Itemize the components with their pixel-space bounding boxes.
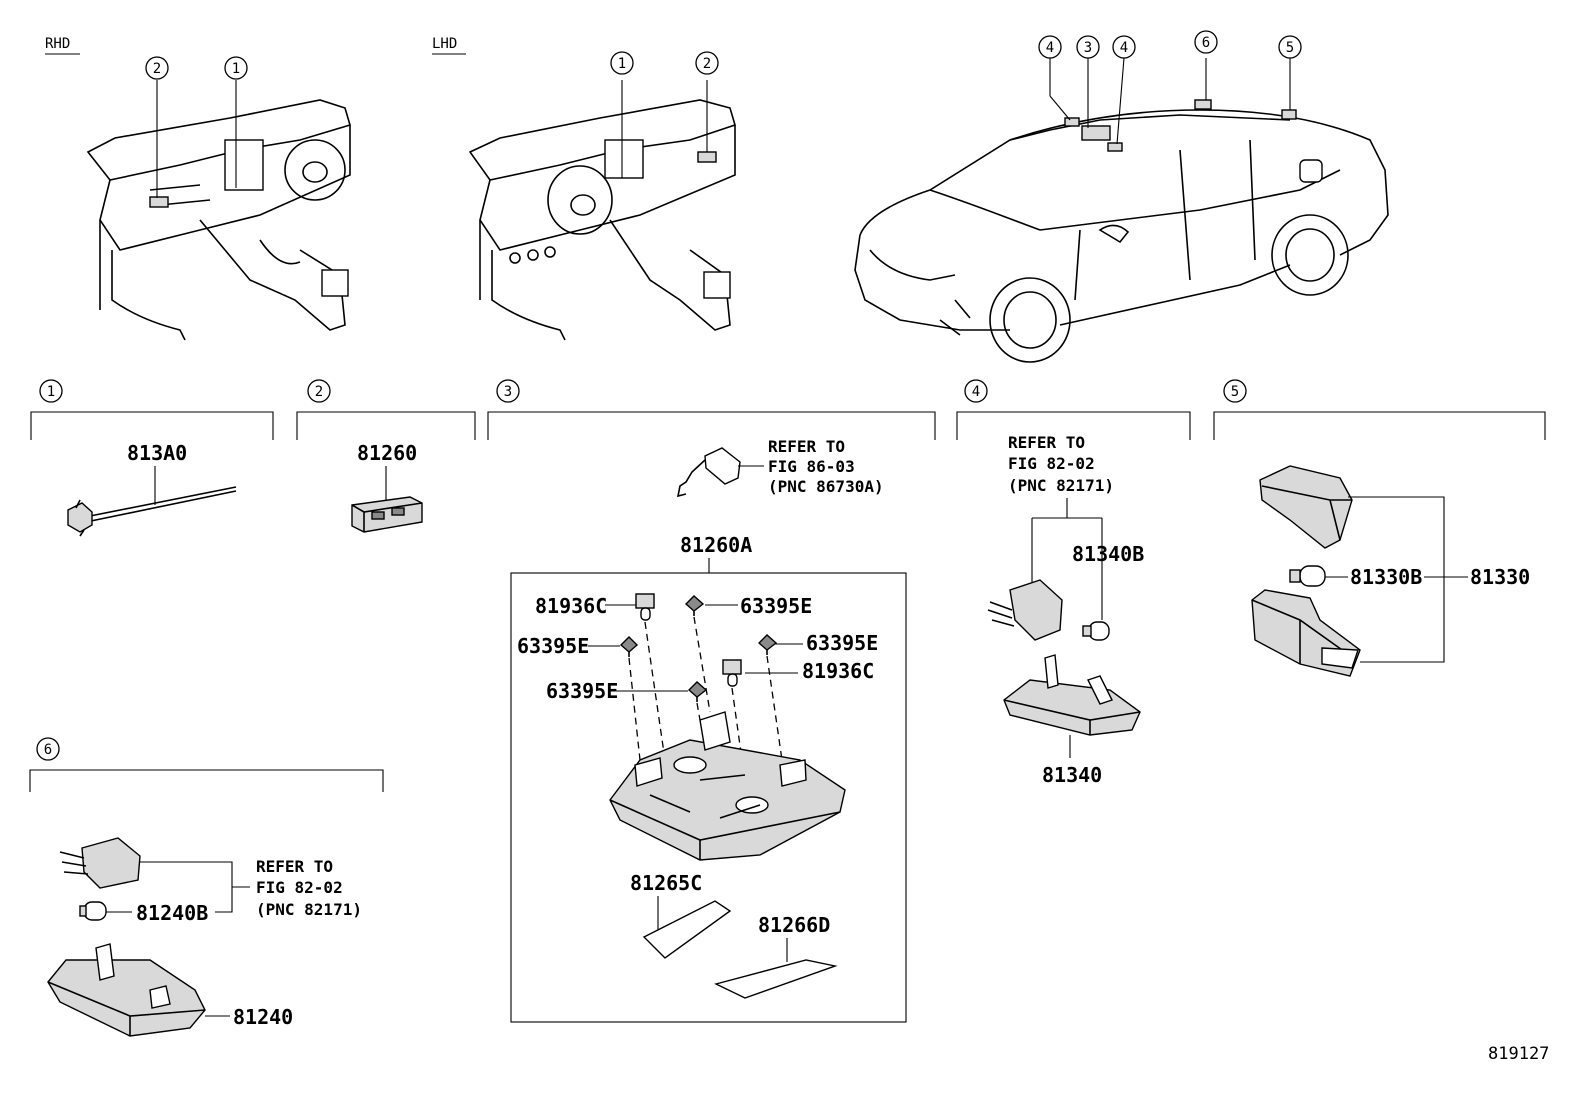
rhd-callout-1: 1 — [232, 61, 240, 77]
lamp-81340-housing — [1003, 654, 1141, 736]
clip-63395E-c — [757, 634, 778, 655]
car-callout-5: 5 — [1286, 40, 1294, 56]
section-6-refer-line-1: REFER TO — [256, 857, 333, 876]
rhd-callout-2: 2 — [153, 61, 161, 77]
lhd-label: LHD — [432, 36, 457, 52]
lhd-callout-2: 2 — [703, 56, 711, 72]
section-6-circle — [36, 737, 60, 761]
rhd-label: RHD — [45, 36, 70, 52]
part-81340B-label: 81340B — [1072, 542, 1144, 566]
car-roof-part-6 — [1194, 99, 1212, 110]
part-81330B-label: 81330B — [1350, 565, 1422, 589]
rhd-display-shape — [224, 139, 264, 191]
part-81260-label: 81260 — [357, 441, 417, 465]
bulb-81936C-b — [722, 659, 742, 687]
car-callout-circle-4b — [1112, 35, 1136, 59]
section-4-refer-line-3: (PNC 82171) — [1008, 476, 1114, 495]
part-81260A-box — [510, 572, 907, 1023]
car-roof-part-5 — [1281, 109, 1297, 120]
section-1-number: 1 — [47, 384, 55, 400]
section-2-bracket — [296, 411, 476, 440]
bulb-81240B-shape — [79, 901, 107, 921]
car-callout-4b: 4 — [1120, 40, 1128, 56]
car-callout-circle-6 — [1194, 30, 1218, 54]
car-roof-part-3 — [1081, 125, 1111, 141]
bulb-81330B-shape — [1289, 565, 1326, 587]
section-5-bracket — [1213, 411, 1546, 440]
section-2-circle — [307, 379, 331, 403]
lhd-callout-circle-1 — [610, 51, 634, 75]
car-callout-3: 3 — [1084, 40, 1092, 56]
section-6-refer-line-2: FIG 82-02 — [256, 878, 343, 897]
part-81265C-label: 81265C — [630, 871, 702, 895]
section-4-refer-line-1: REFER TO — [1008, 433, 1085, 452]
lamp-81240-housing — [47, 943, 206, 1037]
section-1-circle — [39, 379, 63, 403]
section-6-bracket — [29, 769, 384, 792]
lhd-dashboard-illustration — [468, 99, 736, 341]
part-63395E-label-d: 63395E — [546, 679, 618, 703]
section-3-bracket — [487, 411, 936, 440]
bulb-81340B-shape — [1082, 621, 1110, 641]
part-81260A-map-lamp-housing — [609, 711, 846, 861]
car-callout-4a: 4 — [1046, 40, 1054, 56]
socket-wire-illustration — [987, 579, 1063, 641]
car-callout-circle-5 — [1278, 35, 1302, 59]
car-callout-6: 6 — [1202, 35, 1210, 51]
rhd-callout-circle-1 — [224, 56, 248, 80]
part-81330-label: 81330 — [1470, 565, 1530, 589]
section-3-circle — [496, 379, 520, 403]
figure-number: 819127 — [1488, 1044, 1549, 1064]
part-813A0-label: 813A0 — [127, 441, 187, 465]
part-81340-label: 81340 — [1042, 763, 1102, 787]
part-81936C-label-a: 81936C — [535, 594, 607, 618]
section-6-number: 6 — [44, 742, 52, 758]
car-callout-circle-4a — [1038, 35, 1062, 59]
section-6-refer-line-3: (PNC 82171) — [256, 900, 362, 919]
rhd-callout-circle-2 — [145, 56, 169, 80]
lhd-callout-circle-2 — [695, 51, 719, 75]
socket-81240-illustration — [59, 837, 141, 889]
lhd-callout-1: 1 — [618, 56, 626, 72]
section-4-circle — [964, 379, 988, 403]
part-63395E-label-c: 63395E — [806, 631, 878, 655]
part-81266D-label: 81266D — [758, 913, 830, 937]
part-81240B-label: 81240B — [136, 901, 208, 925]
part-81260A-label: 81260A — [680, 533, 752, 557]
part-813A0-wire-harness — [67, 486, 237, 537]
car-roof-part-4a — [1064, 117, 1080, 127]
clip-63395E-d — [687, 681, 708, 702]
car-callout-circle-3 — [1076, 35, 1100, 59]
section-4-number: 4 — [972, 384, 980, 400]
part-81260-lamp — [351, 496, 423, 533]
section-5-circle — [1223, 379, 1247, 403]
lens-81265C-shape — [642, 900, 732, 959]
section-5-number: 5 — [1231, 384, 1239, 400]
part-63395E-label-a: 63395E — [740, 594, 812, 618]
clip-63395E-b — [619, 636, 639, 657]
lens-81266D-shape — [713, 959, 838, 999]
bulb-81936C-a — [635, 593, 655, 621]
rhd-dashboard-illustration — [86, 99, 351, 341]
section-2-number: 2 — [315, 384, 323, 400]
section-3-refer-line-1: REFER TO — [768, 437, 845, 456]
car-roof-part-4b — [1107, 142, 1123, 152]
section-3-number: 3 — [504, 384, 512, 400]
lamp-81330-base — [1251, 589, 1361, 677]
part-63395E-label-b: 63395E — [517, 634, 589, 658]
part-81936C-label-b: 81936C — [802, 659, 874, 683]
section-3-refer-line-2: FIG 86-03 — [768, 457, 855, 476]
section-4-bracket — [956, 411, 1191, 440]
lamp-81330-cover — [1259, 465, 1353, 549]
section-4-refer-line-2: FIG 82-02 — [1008, 454, 1095, 473]
clip-86730A-illustration — [676, 447, 741, 498]
section-3-refer-line-3: (PNC 86730A) — [768, 477, 884, 496]
section-1-bracket — [30, 411, 274, 440]
clip-63395E-a — [684, 595, 705, 616]
lhd-display-shape — [604, 139, 644, 179]
car-illustration — [854, 109, 1389, 363]
part-81240-label: 81240 — [233, 1005, 293, 1029]
